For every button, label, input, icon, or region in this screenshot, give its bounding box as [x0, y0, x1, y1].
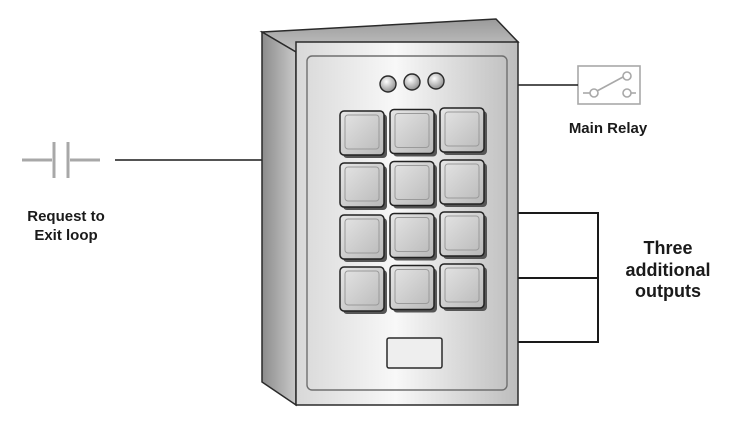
- outputs-label-line: additional: [625, 259, 711, 280]
- led-indicator: [427, 72, 445, 90]
- main-relay-label: Main Relay: [568, 120, 648, 137]
- keypad-key: [439, 159, 487, 207]
- request-to-exit-contact-icon: [22, 142, 100, 178]
- keypad-key: [339, 110, 387, 158]
- keypad-key: [389, 212, 437, 261]
- keypad-key: [389, 160, 437, 209]
- rte-label-line: Exit loop: [34, 226, 98, 244]
- keypad-key: [339, 266, 387, 314]
- keypad-key: [439, 107, 487, 155]
- keypad-keys: [339, 107, 487, 314]
- status-leds: [379, 72, 445, 93]
- led-indicator: [403, 73, 421, 91]
- keypad-key: [439, 263, 487, 311]
- rte-label-line: Request to: [27, 208, 105, 225]
- main-relay-icon: [577, 65, 641, 105]
- reader-window: [386, 337, 443, 369]
- keypad-key: [339, 214, 387, 262]
- request-to-exit-label: Request to Exit loop: [6, 208, 126, 246]
- keypad-key: [389, 264, 437, 313]
- led-indicator: [379, 75, 397, 93]
- outputs-wiring: [515, 212, 599, 343]
- keypad-key: [339, 162, 387, 210]
- keypad-key: [389, 108, 437, 157]
- outputs-label-line: Three: [643, 238, 693, 258]
- outputs-label-line: outputs: [635, 281, 701, 302]
- keypad-key: [439, 211, 487, 259]
- three-outputs-label: Three additional outputs: [598, 238, 736, 303]
